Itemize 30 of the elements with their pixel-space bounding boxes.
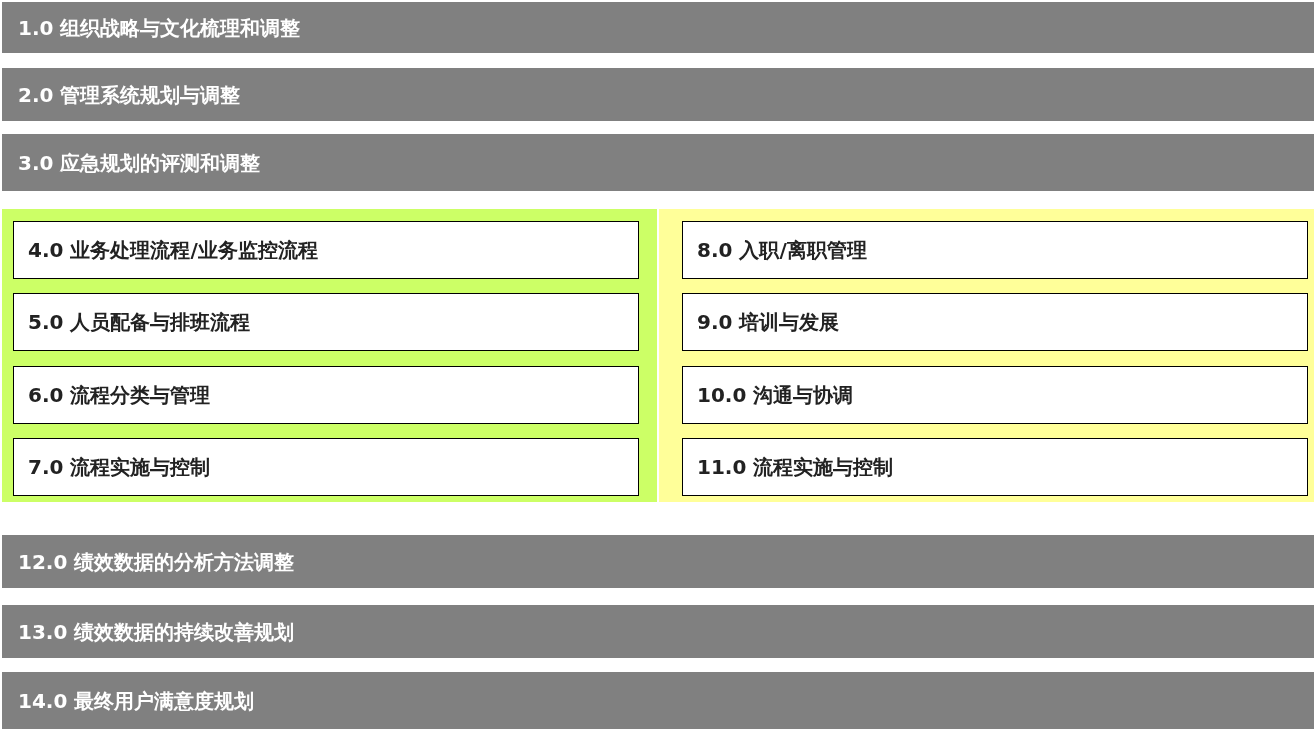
heading-band — [2, 535, 1314, 588]
process-box — [13, 221, 639, 279]
box-label: 11.0 流程实施与控制 — [697, 453, 894, 481]
box-label: 10.0 沟通与协调 — [697, 381, 854, 409]
box-label: 5.0 人员配备与排班流程 — [28, 308, 251, 336]
process-box — [13, 438, 639, 496]
box-label: 4.0 业务处理流程/业务监控流程 — [28, 236, 318, 264]
box-label: 1.0 组织战略与文化梳理和调整 — [18, 14, 301, 41]
box-label: 7.0 流程实施与控制 — [28, 453, 211, 481]
heading-band — [2, 68, 1314, 121]
box-label: 9.0 培训与发展 — [697, 308, 840, 336]
heading-band — [2, 2, 1314, 53]
heading-band — [2, 134, 1314, 191]
box-label: 12.0 绩效数据的分析方法调整 — [18, 548, 295, 575]
box-label: 14.0 最终用户满意度规划 — [18, 687, 255, 714]
heading-band — [2, 672, 1314, 729]
process-box — [682, 221, 1308, 279]
process-box — [682, 438, 1308, 496]
panel-background — [659, 209, 1314, 502]
box-label: 2.0 管理系统规划与调整 — [18, 81, 241, 108]
process-box — [13, 293, 639, 351]
process-box — [682, 366, 1308, 424]
process-box — [682, 293, 1308, 351]
process-box — [13, 366, 639, 424]
box-label: 3.0 应急规划的评测和调整 — [18, 149, 261, 176]
box-label: 8.0 入职/离职管理 — [697, 236, 867, 264]
box-label: 6.0 流程分类与管理 — [28, 381, 211, 409]
panel-background — [2, 209, 657, 502]
box-label: 13.0 绩效数据的持续改善规划 — [18, 618, 295, 645]
heading-band — [2, 605, 1314, 658]
